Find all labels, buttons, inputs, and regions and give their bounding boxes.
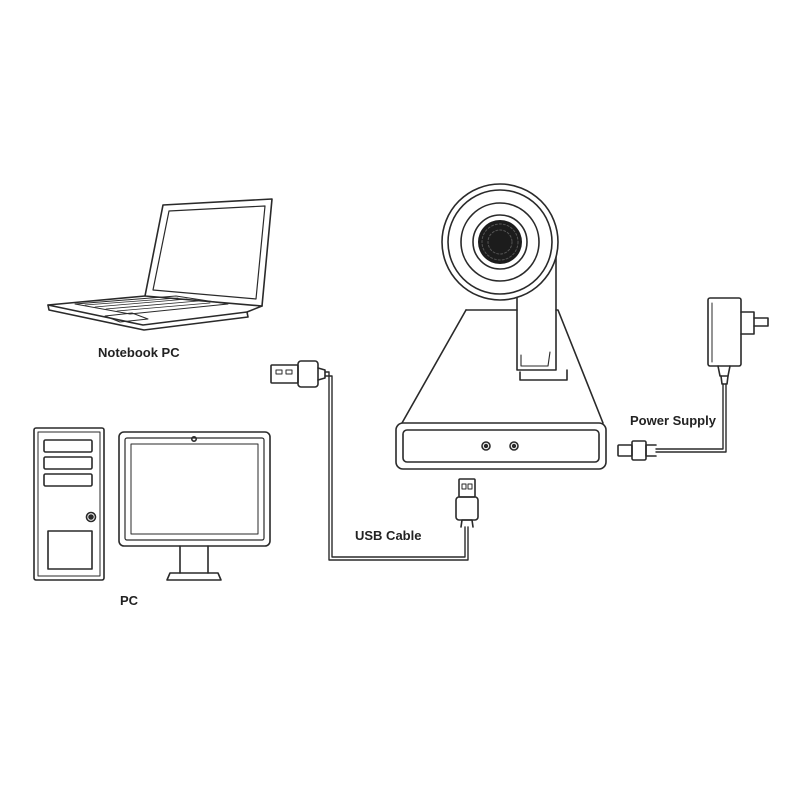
notebook-pc-label: Notebook PC [98,345,180,360]
monitor-icon [118,431,271,581]
power-supply-label: Power Supply [630,413,716,428]
usb-cable-icon [270,360,479,561]
power-adapter-icon [617,297,769,461]
pc-tower-icon [33,427,105,581]
laptop-icon [47,198,273,331]
usb-cable-label: USB Cable [355,528,422,543]
pc-label: PC [120,593,139,608]
ptz-camera-icon [395,183,607,470]
